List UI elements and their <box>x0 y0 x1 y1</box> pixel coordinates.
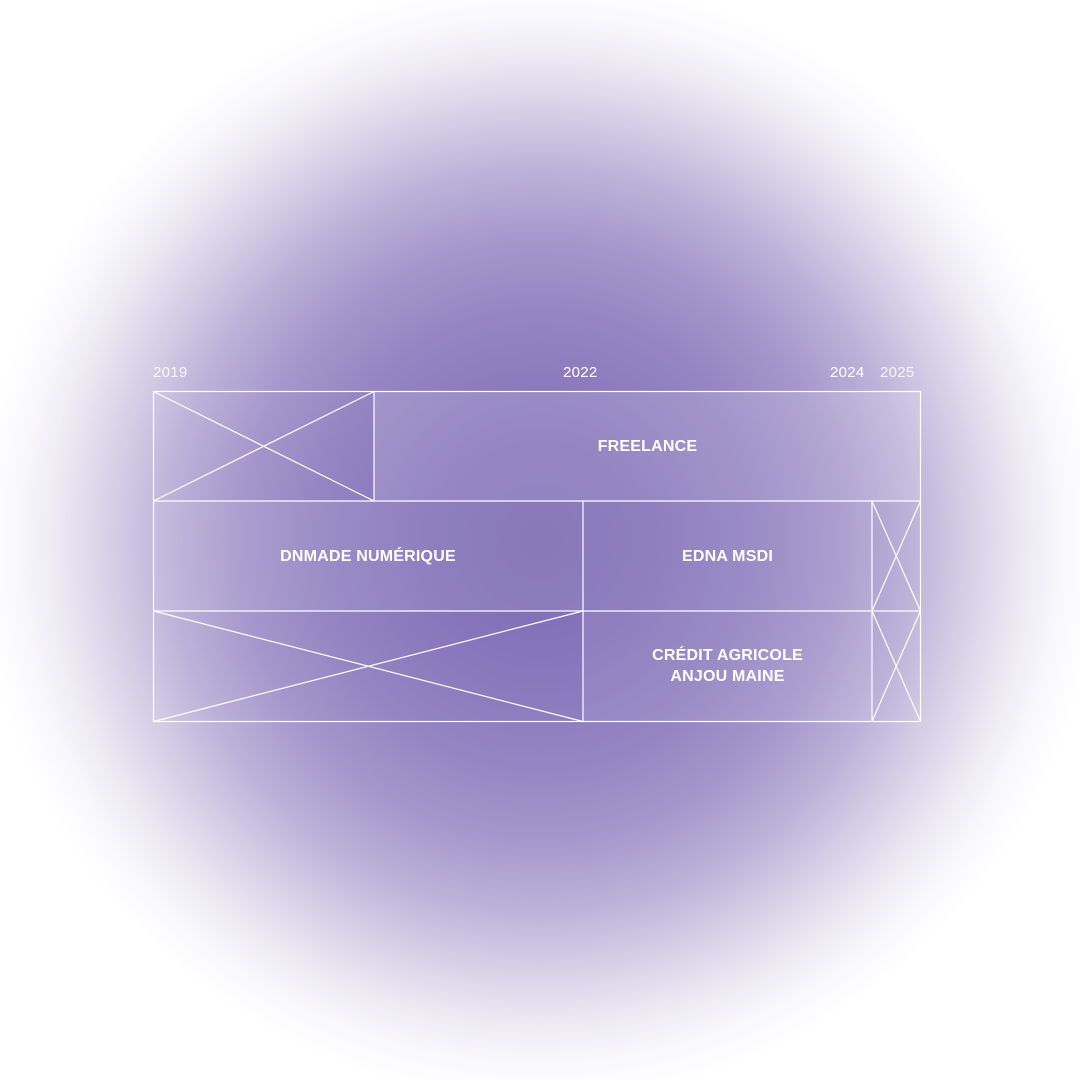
dnmade-block: DNMADE NUMÉRIQUE <box>153 501 583 611</box>
year-label-2024: 2024 <box>830 364 865 381</box>
credit-agricole-line2: ANJOU MAINE <box>670 668 785 685</box>
credit-agricole-label: CRÉDIT AGRICOLE ANJOU MAINE <box>652 645 803 687</box>
credit-agricole-line1: CRÉDIT AGRICOLE <box>652 647 803 664</box>
dnmade-label: DNMADE NUMÉRIQUE <box>280 547 456 565</box>
empty-cell-2024-2025-row3 <box>872 611 921 721</box>
year-label-2025: 2025 <box>880 364 915 381</box>
year-label-2022: 2022 <box>563 364 598 381</box>
year-label-2019: 2019 <box>153 364 188 381</box>
empty-cell-2019-2022 <box>153 611 583 721</box>
empty-cell-2019-2021 <box>153 391 374 501</box>
freelance-label: FREELANCE <box>597 437 698 455</box>
freelance-block: FREELANCE <box>374 391 921 501</box>
empty-cell-2024-2025-row2 <box>872 501 921 611</box>
edna-label: EDNA MSDI <box>682 547 773 565</box>
credit-agricole-block: CRÉDIT AGRICOLE ANJOU MAINE <box>583 611 872 721</box>
edna-block: EDNA MSDI <box>583 501 872 611</box>
